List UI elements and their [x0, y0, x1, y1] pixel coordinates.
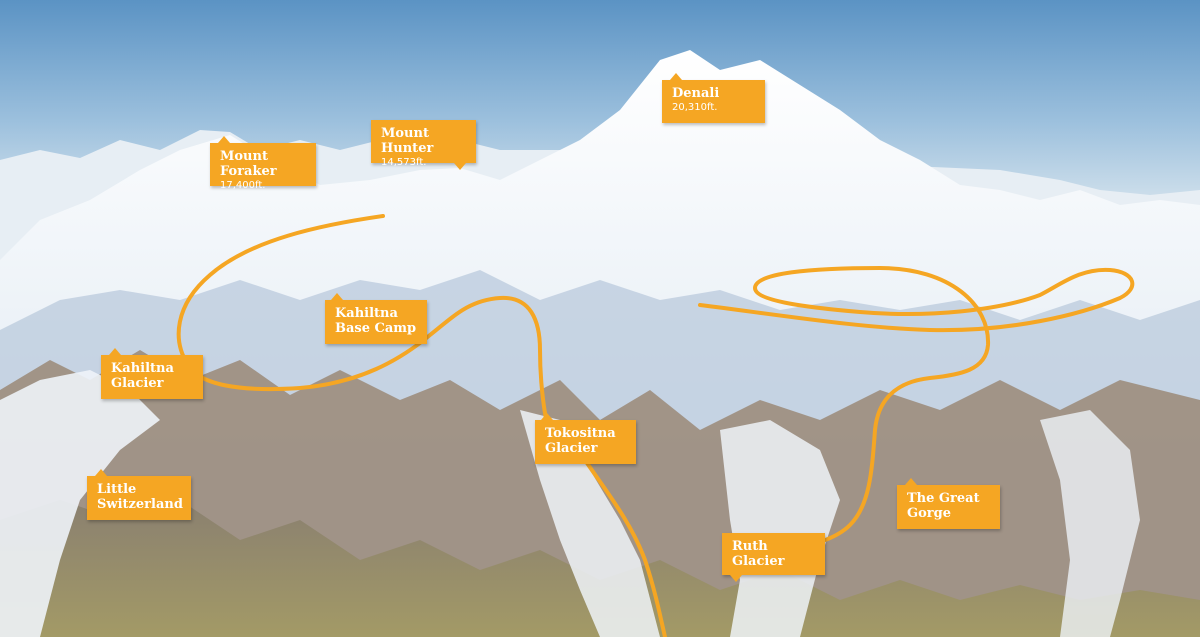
place-name: Tokositna Glacier [545, 426, 616, 456]
route-kahiltna-loop[interactable] [176, 214, 552, 437]
place-name: The Great Gorge [907, 491, 980, 521]
gorge-ice-flow [1040, 410, 1140, 637]
label-ruth-glacier[interactable]: Ruth Glacier [722, 533, 825, 582]
route-ruth-great-gorge-loop[interactable] [698, 265, 1135, 550]
route-tokositna[interactable] [583, 458, 667, 637]
label-the-great-gorge[interactable]: The Great Gorge [897, 478, 1000, 529]
label-little-switzerland[interactable]: Little Switzerland [87, 469, 191, 520]
place-name: Ruth Glacier [732, 539, 785, 569]
place-name: Little Switzerland [97, 482, 183, 512]
label-pointer [905, 478, 917, 485]
label-denali[interactable]: Denali 20,310ft. [662, 73, 765, 123]
flight-routes [176, 214, 1135, 637]
ruth-ice-flow [720, 420, 840, 637]
peak-elevation: 17,400ft. [220, 180, 266, 191]
label-kahiltna-glacier[interactable]: Kahiltna Glacier [101, 348, 203, 399]
label-pointer [454, 163, 466, 170]
tokositna-ice-flow [520, 410, 660, 637]
label-tokositna-glacier[interactable]: Tokositna Glacier [535, 413, 636, 464]
label-pointer [541, 413, 553, 420]
label-pointer [670, 73, 682, 80]
label-pointer [218, 136, 230, 143]
lower-valley [0, 500, 1200, 637]
kahiltna-ice-flow [0, 370, 160, 637]
label-kahiltna-base-camp[interactable]: Kahiltna Base Camp [325, 293, 427, 344]
place-name: Kahiltna Glacier [111, 361, 174, 391]
label-pointer [95, 469, 107, 476]
peak-name: Mount Foraker [220, 149, 277, 179]
label-mount-foraker[interactable]: Mount Foraker 17,400ft. [210, 136, 316, 191]
peak-name: Denali [672, 86, 720, 101]
label-mount-hunter[interactable]: Mount Hunter 14,573ft. [371, 120, 476, 170]
peak-elevation: 14,573ft. [381, 157, 427, 168]
label-pointer [109, 348, 121, 355]
peak-elevation: 20,310ft. [672, 102, 718, 113]
place-name: Kahiltna Base Camp [335, 306, 417, 336]
label-pointer [730, 575, 742, 582]
label-pointer [331, 293, 343, 300]
peak-name: Mount Hunter [381, 126, 434, 156]
